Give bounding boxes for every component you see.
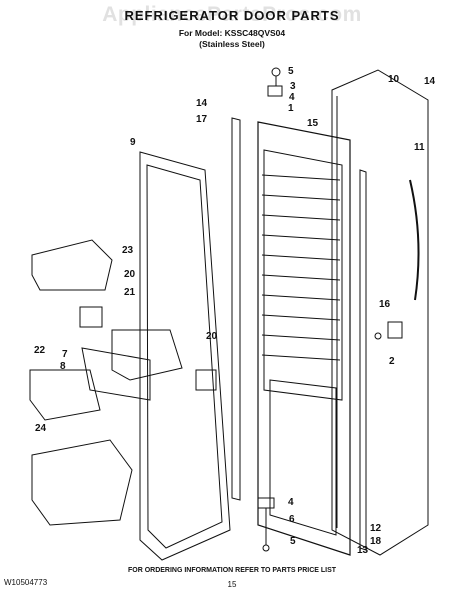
shelf-trim <box>81 347 151 401</box>
callout-label: 3 <box>290 81 296 92</box>
watermark: AppliancePartsPros.com <box>102 3 362 26</box>
callout-label: 24 <box>35 423 47 434</box>
callout-label: 20 <box>124 269 136 280</box>
door-handle <box>409 179 420 301</box>
callout-label: 2 <box>389 356 395 367</box>
callout-label: 6 <box>289 514 295 525</box>
door-bin-small <box>31 239 113 291</box>
callout-label: 4 <box>288 497 294 508</box>
crisper-shelf <box>29 369 101 421</box>
callout-label: 15 <box>307 118 319 129</box>
dispenser-housing <box>111 329 183 381</box>
callout-label: 4 <box>289 92 295 103</box>
bin-bracket-right <box>195 369 217 391</box>
door-gasket <box>139 151 231 561</box>
callout-label: 13 <box>357 545 369 556</box>
callout-label: 5 <box>290 536 296 547</box>
callout-label: 20 <box>206 331 218 342</box>
doc-number: W10504773 <box>4 578 48 587</box>
hinge-screw-top <box>271 67 281 77</box>
screw-small <box>374 332 382 340</box>
outer-door-panel <box>331 69 429 556</box>
callout-label: 21 <box>124 287 136 298</box>
gasket-strip-left <box>231 117 241 501</box>
callout-label: 16 <box>379 299 391 310</box>
door-liner <box>257 121 351 556</box>
ordering-note: FOR ORDERING INFORMATION REFER TO PARTS … <box>127 567 337 574</box>
liner-shelves <box>261 174 341 361</box>
bin-bracket-left <box>79 306 103 328</box>
door-bin-large <box>31 439 133 526</box>
callout-label: 18 <box>370 536 382 547</box>
hinge-top <box>267 85 283 97</box>
callout-label: 12 <box>370 523 382 534</box>
callout-label: 9 <box>130 137 136 148</box>
callout-label: 23 <box>122 245 134 256</box>
callout-label: 22 <box>34 345 46 356</box>
callout-label: 5 <box>288 66 294 77</box>
callout-label: 14 <box>196 98 208 109</box>
variant-line: (Stainless Steel) <box>199 39 265 49</box>
callout-label: 10 <box>388 74 400 85</box>
gasket-strip-right <box>359 169 367 551</box>
page-number: 15 <box>227 580 237 589</box>
callout-label: 14 <box>424 76 436 87</box>
model-line: For Model: KSSC48QVS04 <box>178 28 286 38</box>
callout-label: 1 <box>288 103 294 114</box>
hinge-bottom <box>257 497 275 509</box>
callout-label: 17 <box>196 114 208 125</box>
callout-label: 8 <box>60 361 66 372</box>
page-title: REFRIGERATOR DOOR PARTS <box>124 8 340 23</box>
callout-label: 7 <box>62 349 68 360</box>
callout-label: 11 <box>414 142 425 153</box>
